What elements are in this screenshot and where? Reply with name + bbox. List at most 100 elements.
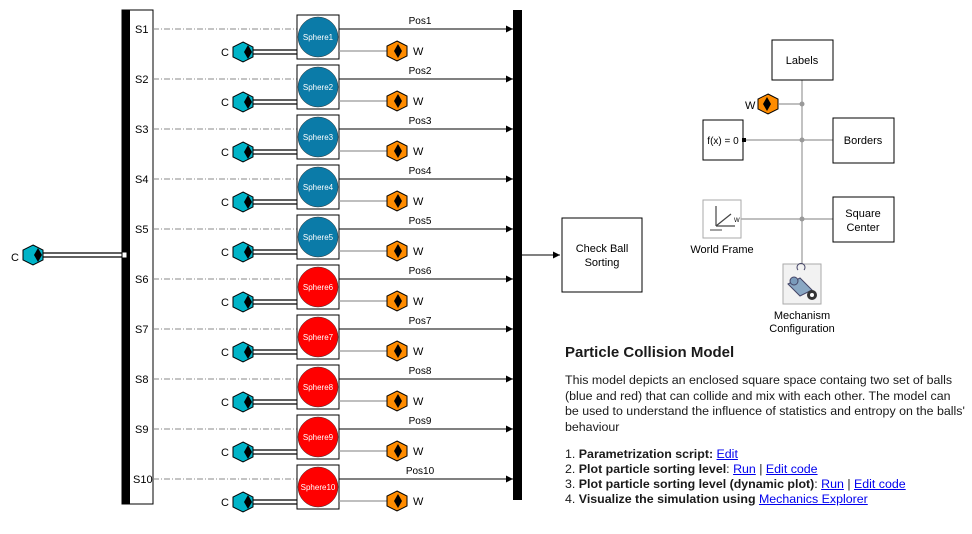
pos-output-label: Pos7	[409, 316, 432, 327]
sphere-icon	[297, 416, 339, 458]
sphere-icon	[297, 166, 339, 208]
solver-port	[742, 138, 746, 142]
c-port-inner-icon	[244, 395, 252, 409]
sphere-label: Sphere6	[303, 283, 334, 292]
sphere-icon	[297, 366, 339, 408]
c-port-label: C	[221, 347, 229, 359]
info-item-1-bold: Parametrization script:	[578, 447, 714, 461]
mux-input-label: S10	[133, 474, 153, 486]
labels-block[interactable]	[771, 39, 834, 81]
solver-block[interactable]	[702, 119, 744, 161]
sphere-label: Sphere1	[303, 33, 334, 42]
run-dynamic-plot-link[interactable]: Run	[821, 477, 844, 491]
pos-output-label: Pos10	[406, 466, 435, 477]
borders-block-text: Borders	[844, 135, 883, 147]
sphere-label: Sphere5	[303, 233, 334, 242]
pos-output-label: Pos5	[409, 216, 432, 227]
edit-dynamic-plot-code-link[interactable]: Edit code	[854, 477, 906, 491]
environment-group: Labels W f(x) = 0 Borders Square Center …	[690, 39, 895, 335]
info-item-1: 1. Parametrization script: Edit	[565, 447, 738, 461]
env-w-label: W	[745, 100, 756, 112]
edit-plot-code-link[interactable]: Edit code	[765, 462, 818, 476]
w-port-label: W	[413, 346, 424, 358]
sphere-label: Sphere3	[303, 133, 334, 142]
bus-bar[interactable]	[513, 10, 522, 500]
c-port-inner-icon	[244, 345, 252, 359]
sphere-icon	[297, 66, 339, 108]
w-port-label: W	[413, 496, 424, 508]
solver-block-text: f(x) = 0	[707, 136, 739, 147]
c-port-label: C	[221, 97, 229, 109]
sphere-label: Sphere4	[303, 183, 334, 192]
square-center-block[interactable]	[832, 196, 895, 243]
square-center-line2: Center	[846, 222, 879, 234]
labels-block-text: Labels	[786, 55, 819, 67]
sphere-icon	[297, 16, 339, 58]
w-port-inner-icon	[394, 144, 402, 158]
w-port-inner-icon	[394, 394, 402, 408]
mechanism-config-icon	[787, 262, 817, 300]
mechanism-config-line1: Mechanism	[774, 310, 830, 322]
c-port-label: C	[221, 47, 229, 59]
mux-input-label: S3	[135, 124, 148, 136]
pos-output-label: Pos3	[409, 116, 432, 127]
w-port-inner-icon	[394, 444, 402, 458]
check-ball-sorting-block[interactable]	[561, 217, 643, 293]
mechanism-config-line2: Configuration	[769, 323, 834, 335]
sphere-icon	[297, 216, 339, 258]
main-c-label: C	[11, 252, 19, 264]
mux-input-label: S7	[135, 324, 148, 336]
w-port-inner-icon	[394, 194, 402, 208]
world-frame-block[interactable]	[702, 199, 742, 239]
run-plot-link[interactable]: Run	[733, 462, 756, 476]
check-ball-sorting-line1: Check Ball	[576, 243, 629, 255]
check-ball-sorting-line2: Sorting	[585, 257, 620, 269]
sphere-label: Sphere10	[301, 483, 336, 492]
main-c-connector[interactable]: C	[11, 244, 128, 266]
c-port-label: C	[221, 297, 229, 309]
info-item-2: 2. Plot particle sorting level: Run | Ed…	[565, 462, 818, 476]
c-port-inner-icon	[244, 295, 252, 309]
c-port-inner-icon	[244, 245, 252, 259]
pos-output-label: Pos4	[409, 166, 432, 177]
w-port-label: W	[413, 446, 424, 458]
c-port-label: C	[221, 447, 229, 459]
c-port-inner-icon	[244, 145, 252, 159]
c-port-inner-icon	[244, 45, 252, 59]
info-description: This model depicts an enclosed square sp…	[565, 373, 965, 434]
pos-output-label: Pos9	[409, 416, 432, 427]
info-item-2-bold: Plot particle sorting level	[578, 462, 727, 476]
mux-input-label: S2	[135, 74, 148, 86]
info-item-3-bold: Plot particle sorting level (dynamic plo…	[578, 477, 815, 491]
pos-output-label: Pos6	[409, 266, 432, 277]
info-title: Particle Collision Model	[565, 344, 735, 361]
edit-script-link[interactable]: Edit	[716, 447, 738, 461]
w-port-label: W	[413, 196, 424, 208]
c-port-label: C	[221, 147, 229, 159]
world-frame-label: World Frame	[690, 244, 753, 256]
world-frame-icon	[710, 206, 735, 231]
pos-output-label: Pos1	[409, 16, 432, 27]
w-port-label: W	[413, 246, 424, 258]
borders-block[interactable]	[832, 117, 895, 164]
sphere-label: Sphere8	[303, 383, 334, 392]
sphere-icon	[297, 116, 339, 158]
env-w-port-inner-icon	[763, 97, 771, 111]
c-port-inner-icon	[244, 495, 252, 509]
info-item-3: 3. Plot particle sorting level (dynamic …	[565, 477, 906, 491]
square-center-line1: Square	[845, 208, 880, 220]
mechanics-explorer-link[interactable]: Mechanics Explorer	[758, 492, 868, 506]
env-junction-2	[799, 137, 805, 143]
w-port-label: W	[413, 296, 424, 308]
w-port-label: W	[413, 46, 424, 58]
w-port-inner-icon	[394, 294, 402, 308]
info-item-4-bold: Visualize the simulation using	[578, 492, 756, 506]
c-port-label: C	[221, 197, 229, 209]
w-port-label: W	[413, 146, 424, 158]
